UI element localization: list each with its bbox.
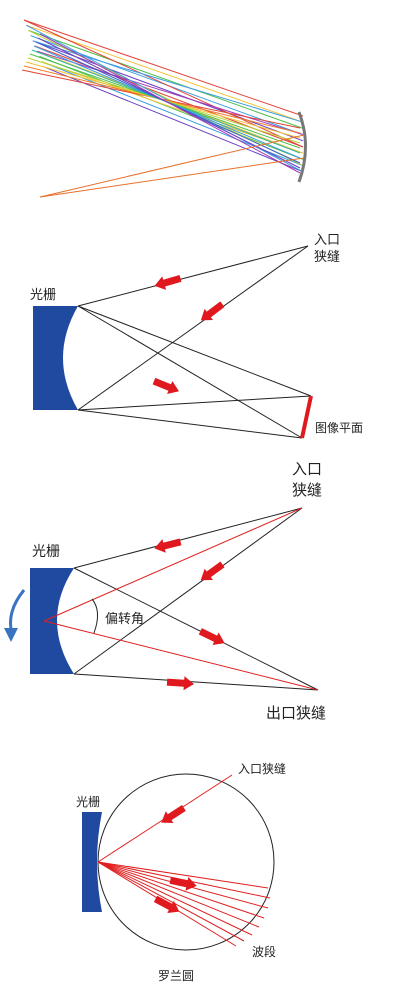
grating <box>33 306 78 410</box>
light-direction-arrow <box>197 625 228 650</box>
grating <box>82 812 102 912</box>
band-ray <box>97 861 269 889</box>
ray-grating-top-to-plane <box>77 305 312 397</box>
grating <box>30 568 74 674</box>
panel-3-deviation-angle: 光栅 入口 狭缝 偏转角 出口狭缝 <box>4 460 326 722</box>
central-ray-out <box>43 620 319 691</box>
image-plane-label: 图像平面 <box>315 421 363 435</box>
ray-grating-top-to-exit <box>73 567 319 691</box>
dispersed-ray <box>39 33 301 174</box>
ray-grating-top-to-plane-2 <box>77 305 303 439</box>
rainbow-rays <box>21 19 304 174</box>
panel-1-rainbow-dispersion <box>21 19 307 198</box>
concave-mirror <box>297 111 307 183</box>
dispersed-ray <box>23 19 304 117</box>
ray-grating-bottom-to-exit <box>73 673 319 691</box>
entrance-slit-label-line1: 入口 <box>292 460 322 478</box>
dispersed-ray <box>25 24 304 173</box>
ray-slit-to-grating-bottom <box>73 507 303 675</box>
ray-grating-bottom-to-plane <box>77 395 312 411</box>
rowland-circle <box>97 773 275 951</box>
light-direction-arrow <box>152 535 183 556</box>
ray-slit-to-grating-bottom <box>77 245 309 411</box>
image-plane <box>300 395 313 439</box>
deviation-angle-arc <box>91 598 98 634</box>
grating-label: 光栅 <box>30 288 56 303</box>
light-direction-arrow <box>166 675 195 691</box>
band-ray <box>97 861 245 942</box>
dispersed-ray <box>43 66 304 173</box>
dispersed-ray <box>32 40 304 123</box>
light-direction-arrow <box>151 374 182 398</box>
band-label: 波段 <box>252 944 276 959</box>
rotation-arrow <box>9 589 26 635</box>
exit-slit-label: 出口狭缝 <box>266 704 326 722</box>
band-ray <box>97 861 265 919</box>
panel-2-image-plane: 光栅 入口 狭缝 图像平面 <box>30 233 363 439</box>
central-ray-in <box>43 507 303 622</box>
entrance-slit-label: 入口狭缝 <box>238 761 286 776</box>
rotation-arrowhead <box>4 628 18 642</box>
rowland-circle-label: 罗兰圆 <box>158 969 194 983</box>
light-direction-arrow <box>157 802 188 829</box>
entrance-slit-label-line2: 狭缝 <box>292 481 322 499</box>
deviation-angle-label: 偏转角 <box>105 612 144 627</box>
dispersed-ray <box>23 19 304 148</box>
band-rays <box>97 861 271 947</box>
grating-label: 光栅 <box>76 794 100 809</box>
band-ray <box>97 861 260 928</box>
light-direction-arrow <box>152 271 183 293</box>
incident-ray-2 <box>39 157 305 198</box>
grating-label: 光栅 <box>32 544 60 560</box>
panel-4-rowland-circle: 光栅 入口狭缝 波段 罗兰圆 <box>76 761 286 983</box>
dispersed-ray <box>28 29 304 129</box>
entrance-slit-label-line2: 狭缝 <box>314 250 340 265</box>
entrance-slit-label-line1: 入口 <box>314 233 340 248</box>
dispersed-ray <box>26 24 304 123</box>
dispersed-ray <box>39 55 304 160</box>
band-ray <box>97 861 253 936</box>
incident-ray-1 <box>39 134 305 198</box>
ray-slit-to-grating-top <box>73 507 303 569</box>
ray-grating-bottom-to-plane-2 <box>77 409 303 439</box>
dispersed-ray <box>37 50 304 136</box>
ray-slit-to-grating-top <box>77 245 309 307</box>
